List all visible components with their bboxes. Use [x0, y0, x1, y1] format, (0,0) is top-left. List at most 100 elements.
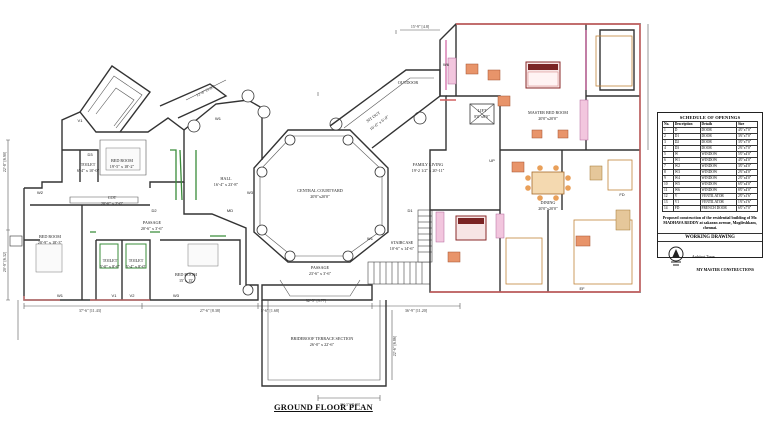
toilet-2-label: TOILET — [103, 258, 118, 263]
master-bed — [525, 61, 561, 89]
passage-bottom — [261, 284, 373, 301]
guest-bed — [455, 215, 487, 241]
courtyard-label: CENTRAL COURTYARD — [297, 188, 343, 193]
project-description: Proposed construction of the residential… — [662, 215, 758, 230]
dim-terrace-side: 22'-6" [6.86] — [392, 335, 397, 356]
dim-small: 5'-6" [1.68] — [261, 308, 280, 313]
toilet-3-size: 5'-4" x 8'-0" — [126, 264, 147, 269]
dim-hall-top: 12'-8" [3.86] — [195, 83, 216, 97]
tag-md: MD — [227, 208, 233, 213]
company-name: MY MASTER CONSTRUCTIONS — [696, 268, 754, 272]
dim-right: 36'-9" [11.20] — [405, 308, 428, 313]
hall-strip — [159, 83, 228, 119]
schedule-title: SCHEDULE OF OPENINGS — [679, 115, 741, 120]
terrace-outline — [261, 300, 387, 387]
dining-table — [525, 165, 571, 201]
passage-1-size: 20'-6" x 3'-6" — [141, 226, 164, 231]
family-living-label: FAMILY LIVING — [413, 162, 444, 167]
courtyard-size: 20'0"x20'0" — [310, 194, 330, 199]
company-logo-row: Architect Tarun — [668, 246, 762, 268]
schedule-header-row: No. Description Details Size — [662, 121, 758, 128]
terrace-size: 26'-0" x 22'-6" — [310, 342, 335, 347]
schedule-cell: FD — [672, 205, 701, 212]
tag-w1b: W1 — [215, 116, 222, 121]
architect-name: Architect Tarun — [692, 254, 715, 259]
tag-fd: FD — [619, 192, 624, 197]
toilet-1-size: 6'-4" x 10'-0" — [77, 168, 100, 173]
passage-2-label: PASSAGE — [311, 265, 330, 270]
bed-room-3-label: BED ROOM — [175, 272, 197, 277]
courtyard-octagon — [253, 129, 389, 263]
toilet-1-label: TOILET — [81, 162, 96, 167]
tag-w6: W6 — [443, 62, 450, 67]
dim-terrace: 26'-3" [8.00] — [340, 402, 361, 407]
dim-passage: 32'-5" [9.77] — [306, 298, 327, 303]
tag-ef: EF — [579, 286, 585, 291]
dim-bottom-mid: 27'-6" [8.38] — [200, 308, 221, 313]
tag-w3: W3 — [173, 293, 180, 298]
toilet-block — [95, 239, 151, 300]
dim-left-1: 22'-8" [6.90] — [2, 151, 7, 172]
tag-up: UP — [489, 158, 495, 163]
tag-v1: V1 — [112, 293, 118, 298]
columns — [184, 89, 427, 296]
outdoor-label: OUTDOOR — [398, 80, 419, 85]
tag-d3: D3 — [87, 152, 93, 157]
lift-size: 8'0"x8'0" — [474, 114, 490, 119]
tag-v2: V2 — [130, 293, 136, 298]
hall-label: HALL — [220, 176, 232, 181]
passage-2-size: 23'-6" x 3'-6" — [309, 271, 332, 276]
dining-label: DINING — [541, 200, 556, 205]
drawing-title: GROUND FLOOR PLAN — [274, 402, 373, 412]
staircase-label: STAIRCASE — [391, 240, 414, 245]
terrace-label: BRIDEROOF TERRACE SECTION — [291, 336, 354, 341]
schedule-cell: FRENCH DOOR — [699, 205, 738, 212]
master-bed-room-label: MASTER BED ROOM — [528, 110, 568, 115]
bed-room-1-label: BED ROOM — [111, 158, 133, 163]
outdoor-deck-left — [79, 65, 151, 133]
bed-room-1-walls — [62, 149, 99, 182]
tag-d: D1 — [407, 208, 413, 213]
family-living-size: 19'-2 1/2" x 20'-11" — [412, 168, 445, 173]
tag-v: V1 — [78, 118, 84, 123]
dim-outdoor-top: 15'-9" [4.8] — [411, 24, 430, 29]
cot-label: COT — [108, 195, 117, 200]
bed-room-1-size: 19'-5" x 18'-2" — [110, 164, 135, 169]
cot-size: 20'-6" x 2'-0" — [101, 201, 124, 206]
passage-1-label: PASSAGE — [143, 220, 162, 225]
lift-label: LIFT — [478, 108, 487, 113]
tag-w2: W2 — [37, 190, 44, 195]
dining-size: 20'0"x20'0" — [538, 206, 558, 211]
bed-room-2-size: 20'-9" x 18'-3" — [38, 240, 63, 245]
dim-bottom-left: 37'-6" [11.43] — [79, 308, 102, 313]
tag-w3b: W3 — [247, 190, 254, 195]
hall-size: 16'-4" x 23'-8" — [214, 182, 239, 187]
bed-room-2-label: BED ROOM — [39, 234, 61, 239]
schedule-cell: 6'0"x7'0" — [736, 205, 758, 212]
toilet-2-size: 5'-0" x 8'-6" — [100, 264, 121, 269]
dim-left-2: 20'-9" [6.32] — [2, 251, 7, 272]
master-bed-room-size: 20'0"x20'0" — [538, 116, 558, 121]
tag-w1c: W1 — [367, 236, 374, 241]
toilet-3-label: TOILET — [129, 258, 144, 263]
working-drawing-label: WORKING DRAWING — [658, 233, 762, 242]
tag-w1: W1 — [57, 293, 64, 298]
tag-d2: D2 — [151, 208, 157, 213]
bed-room-3-size: 15' x 15' — [179, 278, 193, 283]
